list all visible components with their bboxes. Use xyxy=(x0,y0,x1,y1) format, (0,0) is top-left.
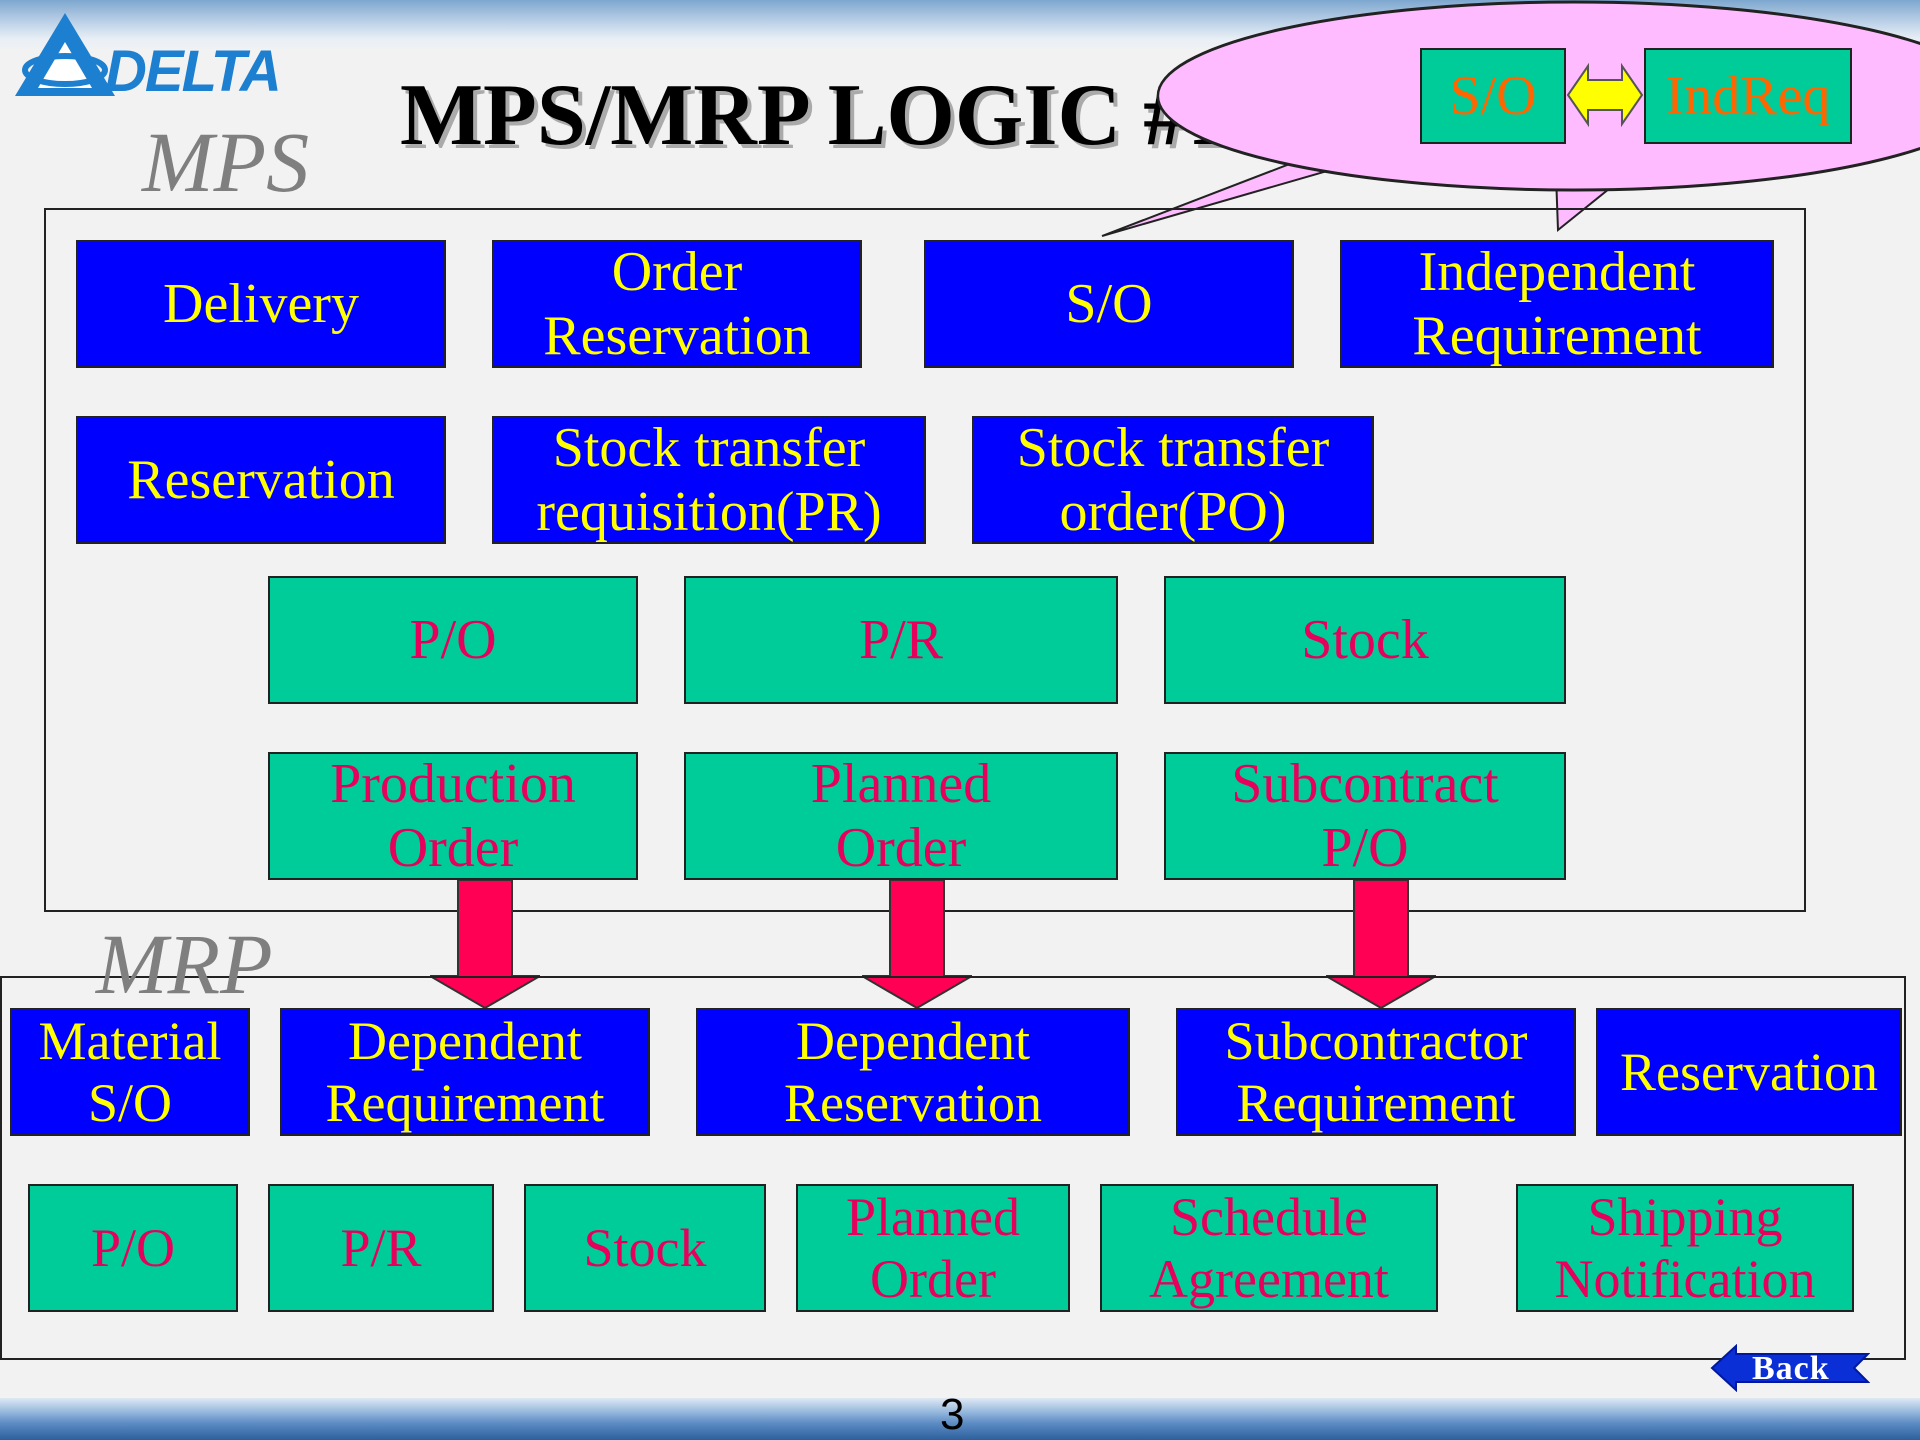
callout-so-box: S/O xyxy=(1420,48,1566,144)
mrp-schedule-agreement-box: Schedule Agreement xyxy=(1100,1184,1438,1312)
mrp-stock-box: Stock xyxy=(524,1184,766,1312)
callout-indreq-box: IndReq xyxy=(1644,48,1852,144)
mps-order-reservation-box: Order Reservation xyxy=(492,240,862,368)
mps-subcontract-po-box: Subcontract P/O xyxy=(1164,752,1566,880)
mps-pr-box: P/R xyxy=(684,576,1118,704)
delta-logo-icon xyxy=(15,13,115,96)
page-title: MPS/MRP LOGIC #1 xyxy=(400,67,1232,164)
mrp-pr-box: P/R xyxy=(268,1184,494,1312)
mrp-shipping-notification-box: Shipping Notification xyxy=(1516,1184,1854,1312)
mrp-po-box: P/O xyxy=(28,1184,238,1312)
mrp-frame xyxy=(0,976,1906,1360)
logo-text: DELTA xyxy=(105,39,282,104)
mps-label: MPS xyxy=(142,114,310,210)
mrp-dependent-reservation-box: Dependent Reservation xyxy=(696,1008,1130,1136)
mps-production-order-box: Production Order xyxy=(268,752,638,880)
page-number: 3 xyxy=(940,1390,965,1439)
mps-planned-order-box: Planned Order xyxy=(684,752,1118,880)
back-button-label[interactable]: Back xyxy=(1752,1350,1830,1387)
mrp-subcontractor-requirement-box: Subcontractor Requirement xyxy=(1176,1008,1576,1136)
back-button[interactable] xyxy=(1710,1344,1870,1392)
double-arrow-icon xyxy=(1566,62,1644,128)
mrp-dependent-requirement-box: Dependent Requirement xyxy=(280,1008,650,1136)
mrp-material-so-box: Material S/O xyxy=(10,1008,250,1136)
mrp-reservation-box: Reservation xyxy=(1596,1008,1902,1136)
mps-independent-requirement-box: Independent Requirement xyxy=(1340,240,1774,368)
mrp-label: MRP xyxy=(96,916,273,1012)
mps-stock-transfer-order-box: Stock transfer order(PO) xyxy=(972,416,1374,544)
footer-sky-band xyxy=(0,1398,1920,1440)
mps-po-box: P/O xyxy=(268,576,638,704)
mps-delivery-box: Delivery xyxy=(76,240,446,368)
mps-so-box: S/O xyxy=(924,240,1294,368)
mps-stock-transfer-requisition-box: Stock transfer requisition(PR) xyxy=(492,416,926,544)
mps-stock-box: Stock xyxy=(1164,576,1566,704)
mps-reservation-box: Reservation xyxy=(76,416,446,544)
mrp-planned-order-box: Planned Order xyxy=(796,1184,1070,1312)
